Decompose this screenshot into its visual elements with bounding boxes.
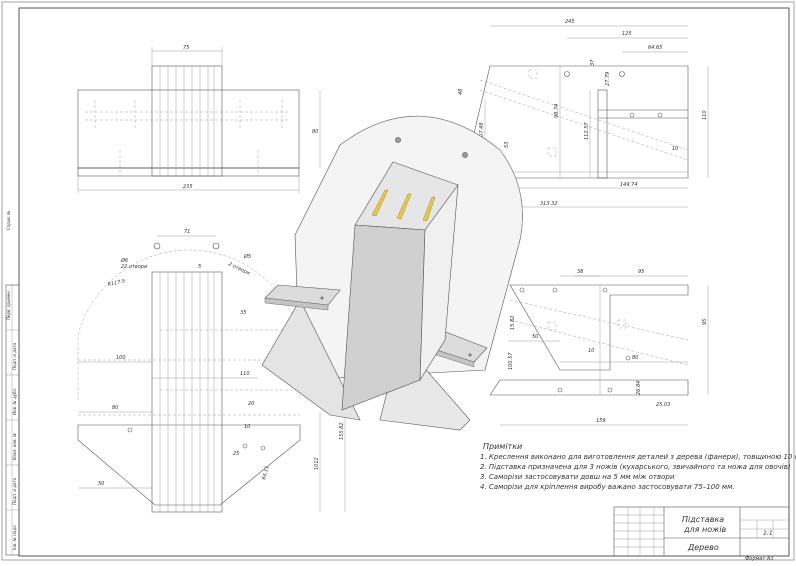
dim-label: 98.74: [554, 104, 560, 118]
note-line: 2. Підставка призначена для 3 ножів (кух…: [480, 463, 791, 471]
dim-label: 10: [244, 424, 250, 430]
stamp-text: Справ. №: [6, 211, 11, 230]
dim-label: 80: [632, 355, 638, 361]
dim-label: 25: [233, 451, 239, 457]
notes-title: Примітки: [483, 442, 522, 451]
dim-label: 155.82: [339, 423, 345, 441]
notes-block: Примітки 1. Креслення виконано для вигот…: [480, 442, 796, 491]
dim-label: 50: [532, 334, 538, 340]
dim-label: 26.84: [636, 381, 642, 395]
dim-label: 95: [638, 269, 644, 275]
dim-label: 48: [458, 89, 464, 95]
dim-label: 10: [588, 348, 594, 354]
dim-label: 38: [577, 269, 583, 275]
dim-label: 313.32: [540, 201, 558, 207]
stamp-text: Взам. инв. №: [12, 433, 17, 460]
dim-label: 100.57: [508, 352, 514, 370]
dim-label: 50: [98, 481, 104, 487]
dim-label: 5: [198, 264, 201, 270]
dim-label: 125: [622, 31, 632, 37]
dim-label: 27.79: [605, 72, 611, 86]
hole-label: Ø6: [120, 257, 128, 264]
format-label: Формат А3: [745, 556, 773, 562]
side-stamp-column: Інв. № подл. Подп. и дата Взам. инв. № И…: [5, 211, 20, 556]
front-view: 75 235 80: [77, 45, 321, 193]
dim-label: 80: [312, 129, 318, 135]
dim-label: 112.57: [584, 122, 590, 140]
dim-label: 20: [248, 401, 254, 407]
plan-view: 71 5 35 100 110 80 20 10 25 50 64.11 155…: [77, 229, 346, 513]
dim-label: 53: [504, 142, 510, 148]
note-line: 3. Саморізи застосовувати довш на 5 мм м…: [480, 473, 675, 481]
dim-label: 75: [183, 45, 189, 51]
dim-label: 15.82: [510, 316, 516, 330]
note-line: 4. Саморізи для кріплення виробу важано …: [480, 483, 735, 491]
dim-label: 110: [702, 110, 708, 120]
dim-label: 245: [565, 19, 575, 25]
stamp-text: Инв. № дубл.: [12, 388, 17, 415]
dim-label: 159: [596, 418, 606, 424]
inner-frame: [18, 7, 790, 557]
hole-label: 22 отвори: [121, 264, 148, 270]
drawing-name: для ножів: [683, 525, 727, 534]
dim-label: 95: [702, 319, 708, 325]
stamp-text: Подп. и дата: [12, 342, 17, 370]
dim-label: 235: [183, 184, 193, 190]
scale-label: 1:1: [763, 530, 773, 537]
radius-label: R117.5: [107, 278, 126, 288]
dim-label: 35: [240, 310, 246, 316]
dim-label: 10: [672, 146, 678, 152]
drawing-name: Підставка: [682, 515, 724, 524]
dim-label: 37: [590, 59, 596, 66]
lower-side-view: 38 95 15.82 50 10 80 95 100.57 26.84 25.…: [489, 269, 709, 426]
dim-label: 64.11: [261, 465, 271, 480]
dim-label: 1012: [314, 457, 320, 470]
material-label: Дерево: [687, 543, 719, 552]
dim-label: 207.48: [479, 123, 485, 141]
hole-label: 2 отвори: [227, 261, 251, 277]
dim-label: 149.74: [620, 182, 638, 188]
dim-label: 64.65: [648, 45, 662, 51]
stamp-text: Перв. примен.: [6, 290, 11, 320]
isometric-view: [261, 115, 523, 431]
dim-label: 110: [240, 371, 250, 377]
hole-label: Ø5: [243, 253, 251, 260]
dim-label: 71: [184, 229, 190, 235]
dim-label: 80: [112, 405, 118, 411]
stamp-text: Інв. № подл.: [12, 524, 17, 550]
stamp-text: Подп. и дата: [12, 477, 17, 505]
title-block: Підставка для ножів Дерево 1:1 Формат А3: [613, 506, 790, 562]
note-line: 1. Креслення виконано для виготовлення д…: [480, 453, 796, 461]
dim-label: 100: [116, 355, 126, 361]
dim-label: 25.03: [656, 402, 670, 408]
